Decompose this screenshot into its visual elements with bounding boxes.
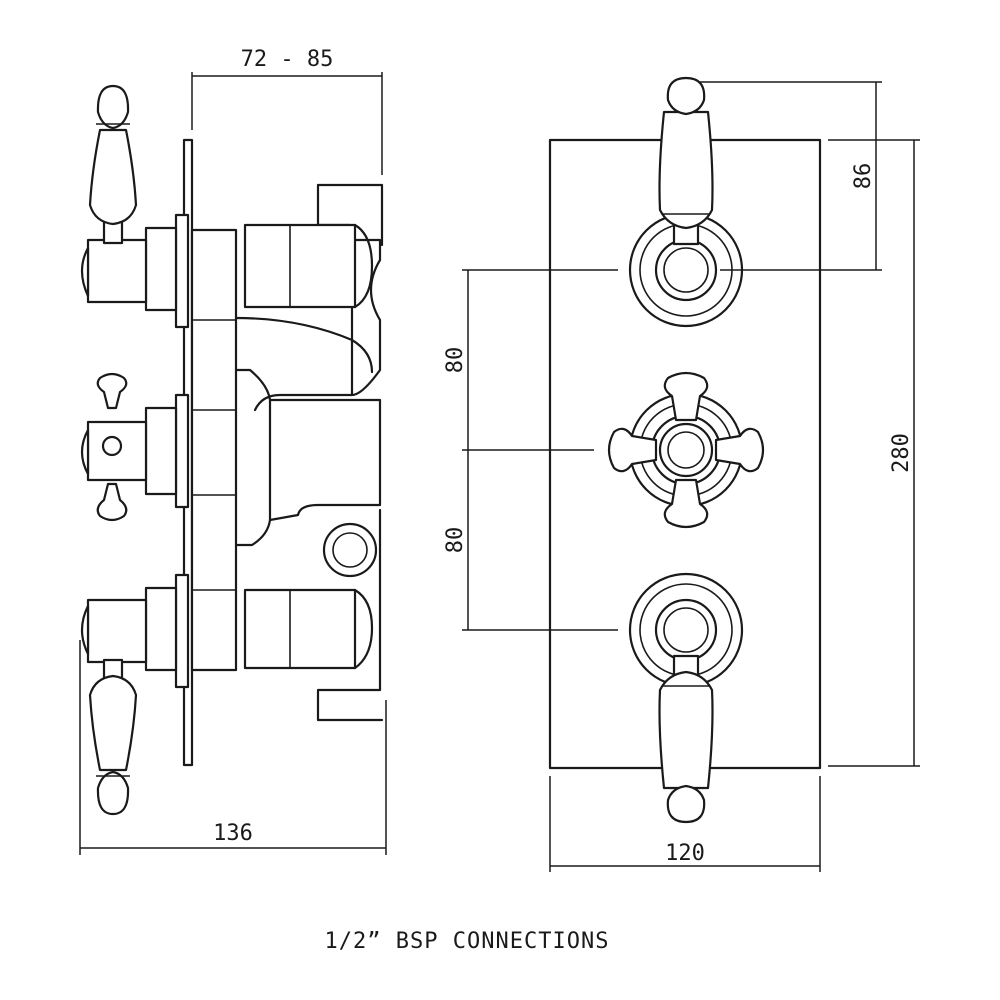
side-view	[80, 84, 384, 816]
side-top-valve-block	[243, 223, 357, 309]
side-outlet-ring	[322, 522, 378, 578]
connections-caption: 1/2” BSP CONNECTIONS	[325, 929, 610, 954]
front-view	[548, 76, 822, 824]
spacing-lower-label: 80	[443, 527, 468, 554]
front-top-handle	[628, 76, 744, 328]
top-offset-label: 86	[851, 163, 876, 190]
front-middle-handle	[607, 371, 765, 529]
side-bottom-handle	[80, 573, 190, 816]
side-central-cone	[234, 368, 382, 547]
plate-height-label: 280	[889, 433, 914, 473]
side-middle-handle	[80, 372, 190, 522]
side-mounting-column	[190, 228, 238, 672]
side-top-handle	[80, 84, 190, 329]
front-dimension-lines	[462, 81, 920, 872]
side-bottom-valve-block	[243, 588, 357, 670]
depth-range-label: 72 - 85	[241, 47, 334, 72]
side-dimension-lines	[79, 72, 387, 855]
plate-width-label: 120	[665, 841, 705, 866]
front-bottom-handle	[628, 572, 744, 824]
side-valve-body	[246, 183, 382, 412]
spacing-upper-label: 80	[443, 347, 468, 374]
overall-depth-label: 136	[213, 821, 253, 846]
